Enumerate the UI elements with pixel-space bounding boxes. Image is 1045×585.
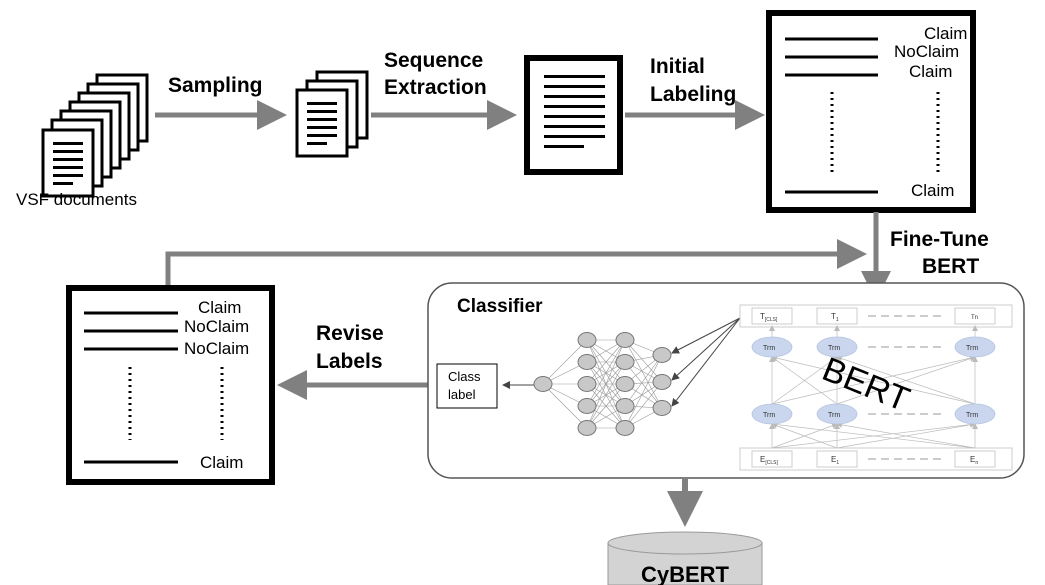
token-t-cls: T[CLS]	[760, 312, 778, 323]
initial-labeling-label-line2: Labeling	[650, 83, 736, 106]
sequence-extraction-label-line1: Sequence	[384, 49, 483, 72]
cybert-model-cylinder	[607, 531, 763, 585]
sampled-documents-icon	[295, 70, 369, 158]
trm-bottom-2: Trm	[828, 412, 840, 419]
token-tn: Tn	[971, 315, 978, 321]
revised-label-row1: Claim	[198, 298, 241, 317]
vsf-documents-stack-icon	[41, 73, 149, 198]
initial-label-last: Claim	[911, 181, 954, 200]
revised-label-row3: NoClaim	[184, 339, 249, 358]
trm-bottom-n: Trm	[966, 412, 978, 419]
embedding-en: En	[970, 455, 978, 466]
documents-label: VSF documents	[16, 190, 137, 209]
sampling-label: Sampling	[168, 74, 263, 97]
trm-top-n: Trm	[966, 345, 978, 352]
revise-labels-label-line2: Labels	[316, 350, 383, 373]
classifier-title: Classifier	[457, 296, 543, 317]
sequence-extraction-label-line2: Extraction	[384, 76, 487, 99]
fine-tune-label-line1: Fine-Tune	[890, 228, 989, 251]
cybert-label: CyBERT	[641, 562, 730, 585]
token-t1: T1	[831, 312, 839, 323]
initial-label-row3: Claim	[909, 62, 952, 81]
revised-label-row2: NoClaim	[184, 317, 249, 336]
class-label-line2: label	[448, 387, 476, 402]
initial-label-row1: Claim	[924, 24, 967, 43]
revise-labels-label-line1: Revise	[316, 322, 384, 345]
trm-bottom-1: Trm	[763, 412, 775, 419]
embedding-e-cls: E[CLS]	[760, 455, 778, 466]
feedback-arrow	[165, 239, 867, 287]
embedding-e1: E1	[831, 455, 839, 466]
class-label-box	[436, 363, 498, 409]
class-label-line1: Class	[448, 369, 481, 384]
neural-network-icon	[533, 317, 741, 436]
revised-label-last: Claim	[200, 453, 243, 472]
trm-top-1: Trm	[763, 345, 775, 352]
initial-label-row2: NoClaim	[894, 42, 959, 61]
initial-labeling-label-line1: Initial	[650, 55, 705, 78]
trm-top-2: Trm	[828, 345, 840, 352]
revised-labeled-document: Claim NoClaim NoClaim Claim	[66, 285, 275, 485]
initial-labeled-document: Claim NoClaim Claim Claim	[766, 10, 976, 213]
classifier-container	[427, 282, 1025, 479]
extracted-sequence-document-icon	[524, 55, 623, 175]
fine-tune-label-line2: BERT	[922, 255, 979, 278]
